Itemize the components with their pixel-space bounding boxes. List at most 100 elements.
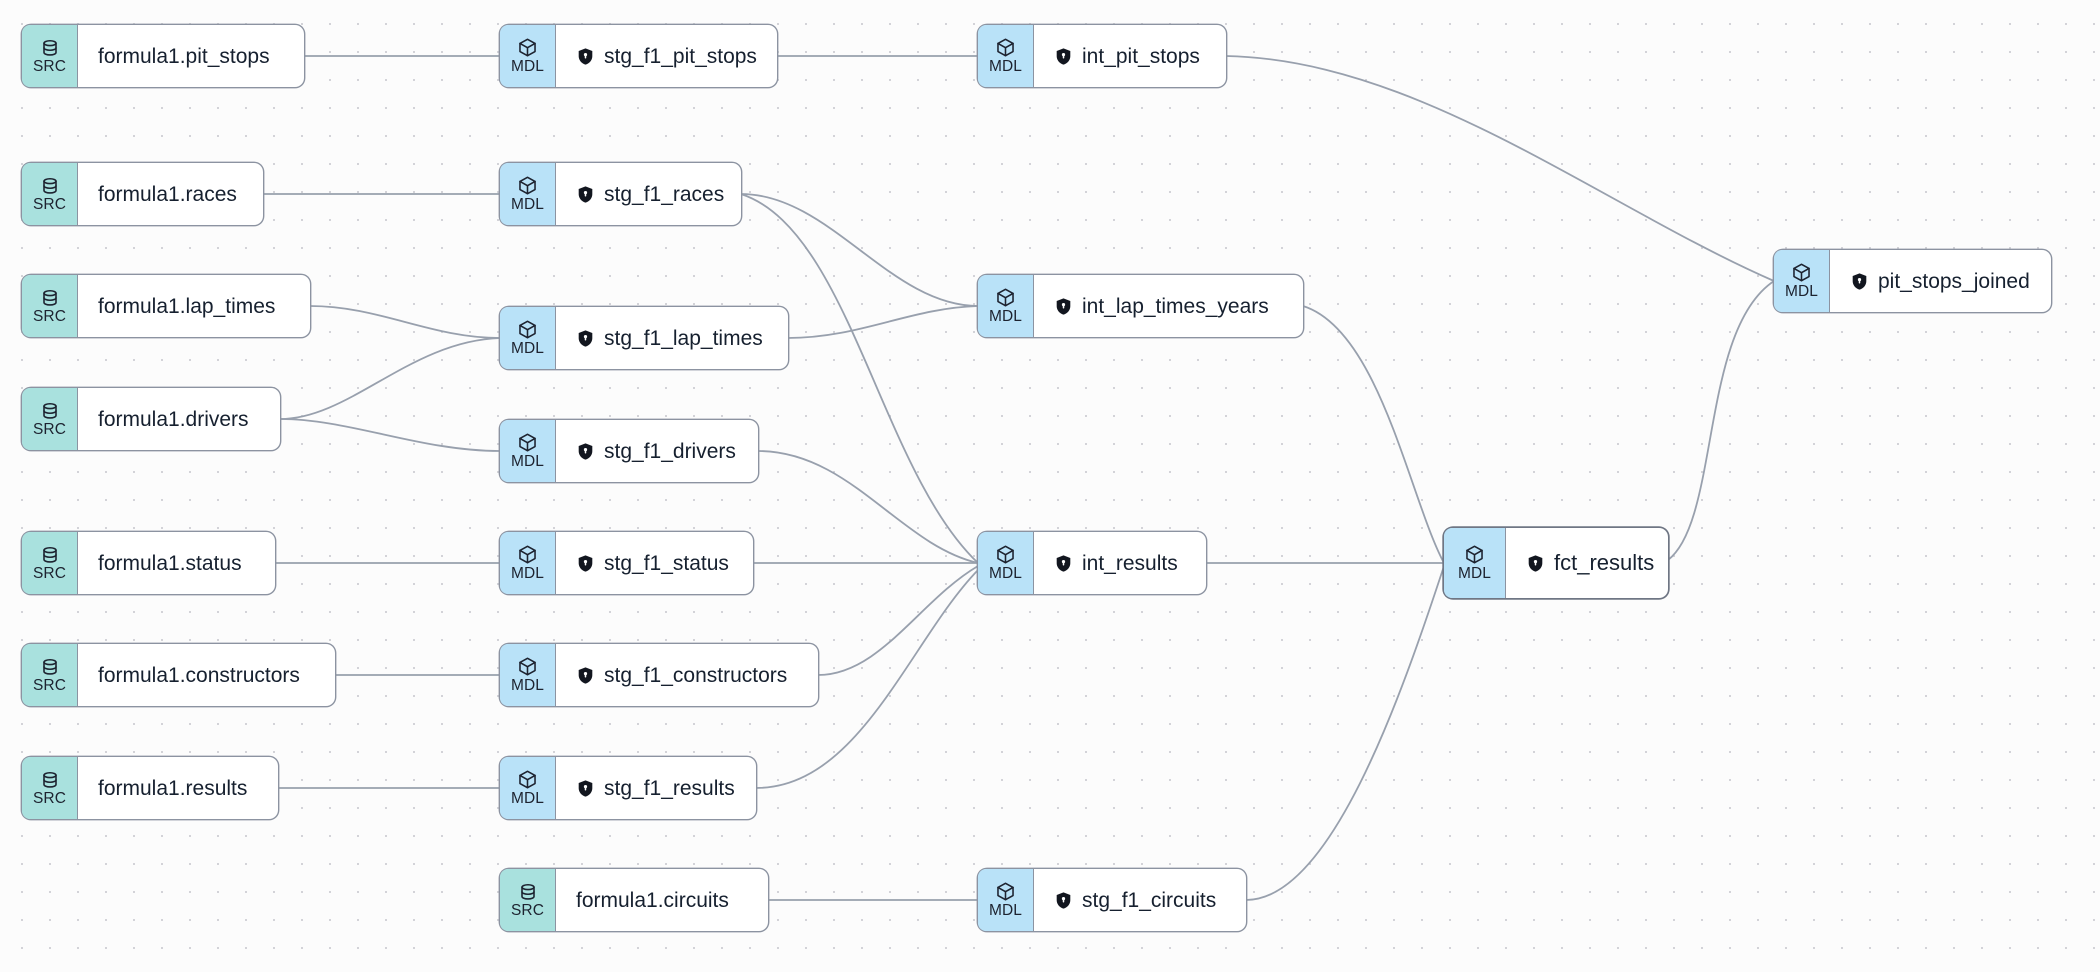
shield-lock-icon: [576, 185, 595, 204]
node-type-badge-mdl: MDL: [500, 644, 556, 706]
node-type-badge-src: SRC: [22, 275, 78, 337]
node-type-badge-src: SRC: [22, 25, 78, 87]
node-label: formula1.circuits: [576, 888, 729, 912]
node-label: stg_f1_drivers: [604, 439, 736, 463]
cube-icon: [995, 881, 1016, 902]
node-body: formula1.drivers: [78, 388, 280, 450]
badge-label: MDL: [988, 902, 1023, 920]
cube-icon: [995, 287, 1016, 308]
edge-stg_races-to-int_lap_times_years: [740, 193, 979, 307]
graph-node-stg_status[interactable]: MDL stg_f1_status: [500, 532, 753, 594]
node-label: stg_f1_lap_times: [604, 326, 763, 350]
node-type-badge-src: SRC: [22, 644, 78, 706]
database-icon: [40, 657, 60, 677]
badge-label: MDL: [510, 453, 545, 471]
badge-label: MDL: [510, 196, 545, 214]
node-type-badge-mdl: MDL: [1444, 528, 1506, 598]
cube-icon: [517, 37, 538, 58]
graph-node-src_pit_stops[interactable]: SRC formula1.pit_stops: [22, 25, 304, 87]
badge-label: MDL: [1457, 565, 1492, 583]
edge-src_drivers-to-stg_drivers: [279, 418, 501, 452]
node-body: stg_f1_lap_times: [556, 307, 788, 369]
node-body: stg_f1_constructors: [556, 644, 818, 706]
node-body: stg_f1_status: [556, 532, 753, 594]
badge-label: MDL: [1784, 283, 1819, 301]
shield-lock-icon: [1054, 891, 1073, 910]
shield-lock-icon: [576, 666, 595, 685]
graph-node-stg_circuits[interactable]: MDL stg_f1_circuits: [978, 869, 1246, 931]
badge-label: MDL: [510, 565, 545, 583]
graph-node-stg_races[interactable]: MDL stg_f1_races: [500, 163, 741, 225]
graph-node-src_races[interactable]: SRC formula1.races: [22, 163, 263, 225]
database-icon: [40, 401, 60, 421]
node-body: formula1.results: [78, 757, 278, 819]
edge-stg_races-to-int_results: [740, 193, 979, 564]
node-type-badge-mdl: MDL: [978, 532, 1034, 594]
cube-icon: [517, 175, 538, 196]
node-label: int_results: [1082, 551, 1178, 575]
edge-stg_constructors-to-int_results: [817, 565, 979, 676]
edge-stg_lap_times-to-int_lap_times_years: [787, 305, 979, 339]
node-label: formula1.races: [98, 182, 237, 206]
graph-node-stg_lap_times[interactable]: MDL stg_f1_lap_times: [500, 307, 788, 369]
graph-node-int_results[interactable]: MDL int_results: [978, 532, 1206, 594]
node-type-badge-mdl: MDL: [978, 25, 1034, 87]
node-label: stg_f1_races: [604, 182, 725, 206]
node-body: int_pit_stops: [1034, 25, 1226, 87]
graph-node-stg_constructors[interactable]: MDL stg_f1_constructors: [500, 644, 818, 706]
edge-stg_circuits-to-fct_results: [1245, 565, 1445, 901]
badge-label: MDL: [988, 308, 1023, 326]
edge-int_lap_times_years-to-fct_results: [1302, 305, 1445, 564]
badge-label: MDL: [988, 58, 1023, 76]
badge-label: MDL: [510, 340, 545, 358]
node-label: stg_f1_status: [604, 551, 729, 575]
node-label: formula1.pit_stops: [98, 44, 270, 68]
node-body: formula1.pit_stops: [78, 25, 304, 87]
shield-lock-icon: [1054, 554, 1073, 573]
edge-fct_results-to-pit_stops_joined: [1667, 280, 1775, 561]
graph-node-src_circuits[interactable]: SRC formula1.circuits: [500, 869, 768, 931]
cube-icon: [995, 544, 1016, 565]
database-icon: [40, 545, 60, 565]
database-icon: [518, 882, 538, 902]
node-type-badge-src: SRC: [22, 388, 78, 450]
shield-lock-icon: [576, 554, 595, 573]
node-body: formula1.lap_times: [78, 275, 310, 337]
graph-node-stg_drivers[interactable]: MDL stg_f1_drivers: [500, 420, 758, 482]
badge-label: MDL: [510, 677, 545, 695]
cube-icon: [517, 432, 538, 453]
node-type-badge-src: SRC: [22, 163, 78, 225]
node-type-badge-mdl: MDL: [500, 420, 556, 482]
graph-node-int_pit_stops[interactable]: MDL int_pit_stops: [978, 25, 1226, 87]
shield-lock-icon: [576, 442, 595, 461]
node-body: int_results: [1034, 532, 1206, 594]
node-label: stg_f1_pit_stops: [604, 44, 757, 68]
badge-label: SRC: [32, 676, 67, 694]
badge-label: SRC: [32, 420, 67, 438]
graph-node-src_constructors[interactable]: SRC formula1.constructors: [22, 644, 335, 706]
badge-label: SRC: [510, 901, 545, 919]
node-label: stg_f1_constructors: [604, 663, 788, 687]
graph-node-stg_results[interactable]: MDL stg_f1_results: [500, 757, 756, 819]
graph-node-src_drivers[interactable]: SRC formula1.drivers: [22, 388, 280, 450]
cube-icon: [1791, 262, 1812, 283]
node-label: formula1.constructors: [98, 663, 300, 687]
node-body: formula1.constructors: [78, 644, 335, 706]
node-label: stg_f1_circuits: [1082, 888, 1217, 912]
badge-label: MDL: [510, 790, 545, 808]
badge-label: SRC: [32, 564, 67, 582]
node-type-badge-mdl: MDL: [500, 307, 556, 369]
shield-lock-icon: [576, 779, 595, 798]
node-type-badge-src: SRC: [22, 532, 78, 594]
database-icon: [40, 176, 60, 196]
node-label: stg_f1_results: [604, 776, 735, 800]
